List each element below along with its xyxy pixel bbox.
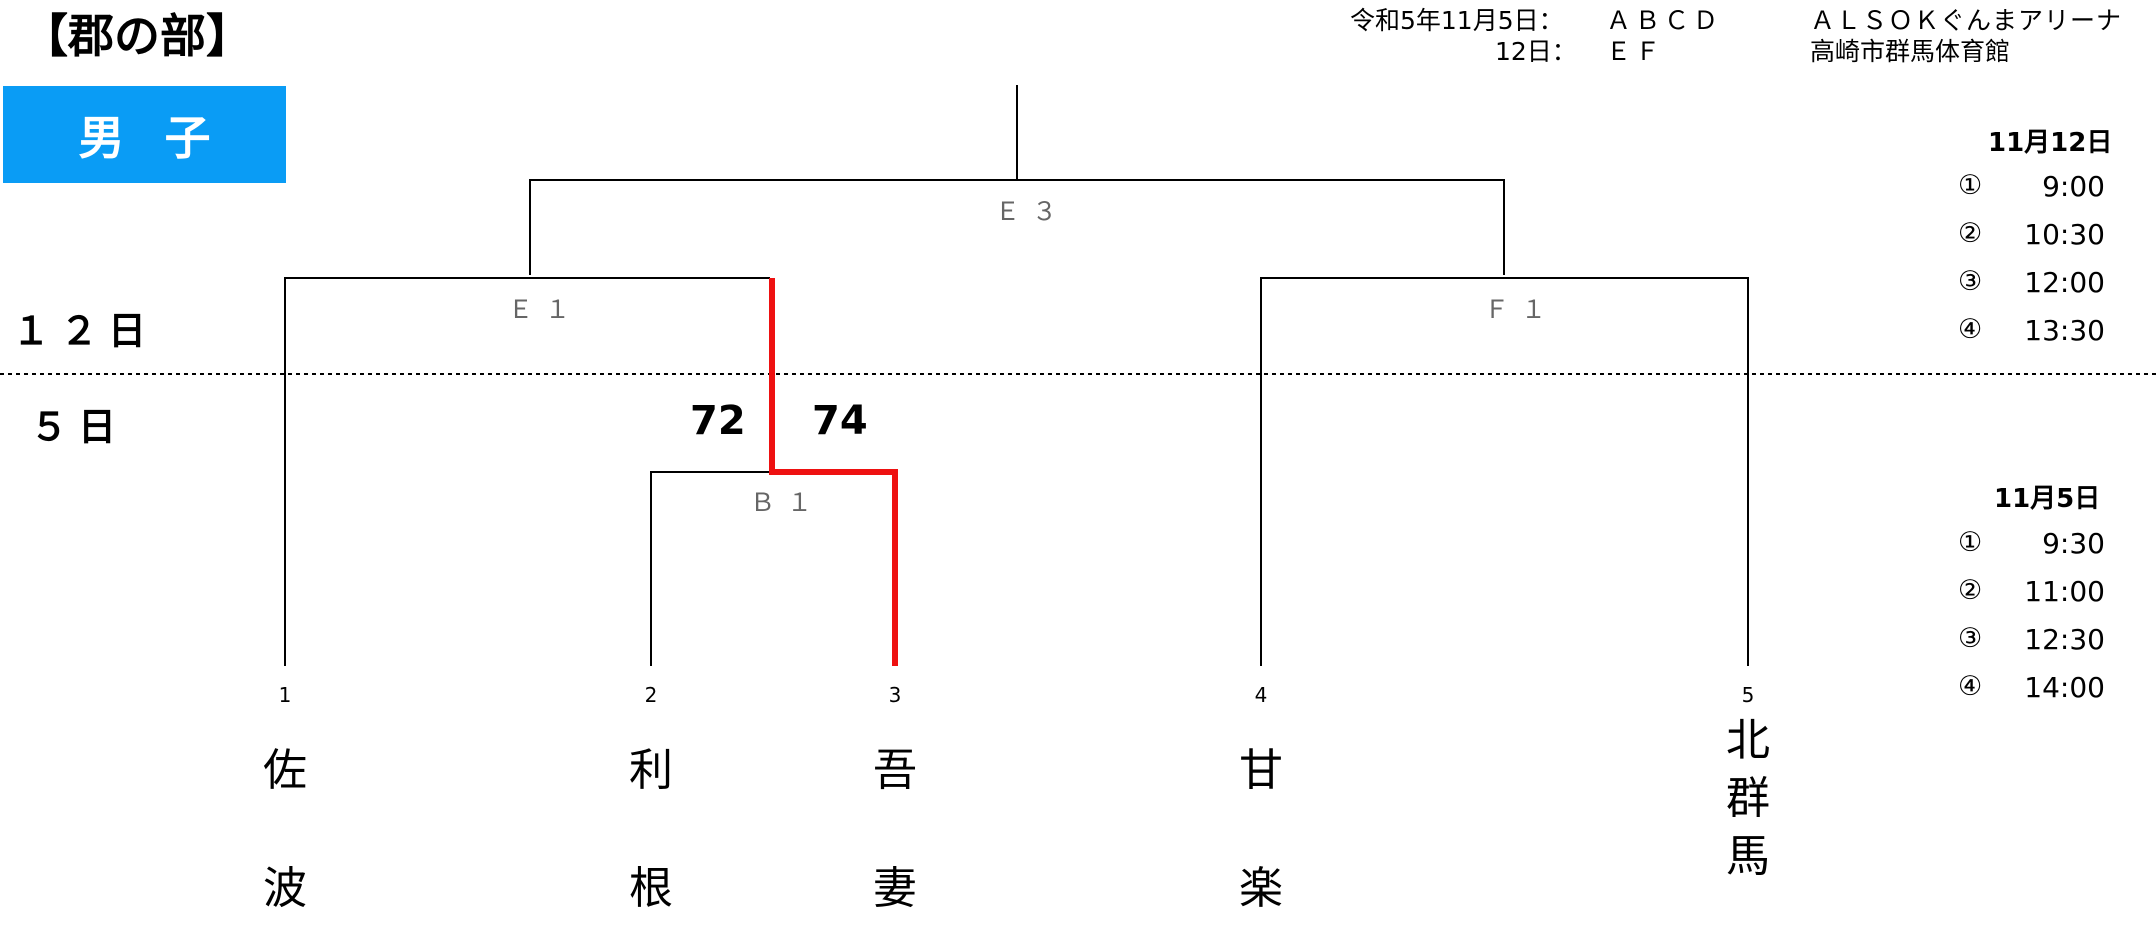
header-courts-line2: ＥＦ bbox=[1606, 37, 1665, 66]
schedule-day5-slot4-time: 14:00 bbox=[2024, 671, 2105, 704]
header-venue-line1: ＡＬＳＯＫぐんまアリーナ bbox=[1810, 6, 2123, 35]
schedule-day12-slot1-time: 9:00 bbox=[2042, 170, 2105, 203]
match-label-e1: Ｅ１ bbox=[508, 295, 583, 324]
match-label-f1: Ｆ１ bbox=[1484, 295, 1559, 324]
division-title: 【郡の部】 bbox=[22, 9, 252, 63]
schedule-day12-slot4-time: 13:30 bbox=[2024, 314, 2105, 347]
winner-path-team3 bbox=[769, 278, 898, 666]
team-number-5: 5 bbox=[1741, 683, 1755, 707]
schedule-day5-title: 11月5日 bbox=[1994, 484, 2101, 514]
match-label-e3: Ｅ３ bbox=[995, 197, 1070, 226]
schedule-day12-slot3-num: ③ bbox=[1958, 266, 1983, 297]
schedule-day5-slot1-num: ① bbox=[1958, 527, 1983, 558]
schedule-day5-slot1-time: 9:30 bbox=[2042, 527, 2105, 560]
schedule-day12-slot2-num: ② bbox=[1958, 218, 1983, 249]
team-number-2: 2 bbox=[644, 683, 658, 707]
team-name-3: 吾妻 bbox=[873, 745, 917, 914]
score-team2: 72 bbox=[690, 398, 746, 444]
bracket-f1 bbox=[1260, 277, 1749, 666]
schedule-day12-slot4-num: ④ bbox=[1958, 314, 1983, 345]
bracket-final-e3 bbox=[529, 179, 1505, 275]
header-date-line1: 令和5年11月5日： bbox=[1350, 6, 1564, 35]
header-date-line2: 12日： bbox=[1495, 37, 1577, 66]
score-team3: 74 bbox=[812, 398, 868, 444]
bracket-e1 bbox=[284, 277, 770, 666]
gender-banner: 男子 bbox=[3, 86, 286, 183]
schedule-day5-slot4-num: ④ bbox=[1958, 671, 1983, 702]
schedule-day12-slot2-time: 10:30 bbox=[2024, 218, 2105, 251]
team-name-1: 佐波 bbox=[263, 745, 307, 914]
team-number-1: 1 bbox=[278, 683, 292, 707]
schedule-day5-slot3-time: 12:30 bbox=[2024, 623, 2105, 656]
schedule-day5-slot2-num: ② bbox=[1958, 575, 1983, 606]
bracket-b1-team2 bbox=[650, 471, 772, 666]
header-venue-line2: 高崎市群馬体育館 bbox=[1810, 37, 2011, 66]
team-name-5: 北群馬 bbox=[1726, 715, 1770, 882]
schedule-day5-slot2-time: 11:00 bbox=[2024, 575, 2105, 608]
team-name-4: 甘楽 bbox=[1239, 745, 1283, 914]
match-label-b1: Ｂ１ bbox=[750, 488, 825, 517]
team-number-3: 3 bbox=[888, 683, 902, 707]
bracket-diagram bbox=[0, 85, 2156, 666]
schedule-day5-slot3-num: ③ bbox=[1958, 623, 1983, 654]
day-label-12: １２日 bbox=[12, 309, 157, 353]
schedule-day12-slot3-time: 12:00 bbox=[2024, 266, 2105, 299]
header-courts-line1: ＡＢＣＤ bbox=[1606, 6, 1723, 35]
team-name-2: 利根 bbox=[629, 745, 673, 914]
schedule-day12-title: 11月12日 bbox=[1988, 128, 2113, 158]
gender-label: 男子 bbox=[78, 110, 251, 165]
team-number-4: 4 bbox=[1254, 683, 1268, 707]
day-label-5: ５日 bbox=[30, 405, 127, 449]
schedule-day12-slot1-num: ① bbox=[1958, 170, 1983, 201]
